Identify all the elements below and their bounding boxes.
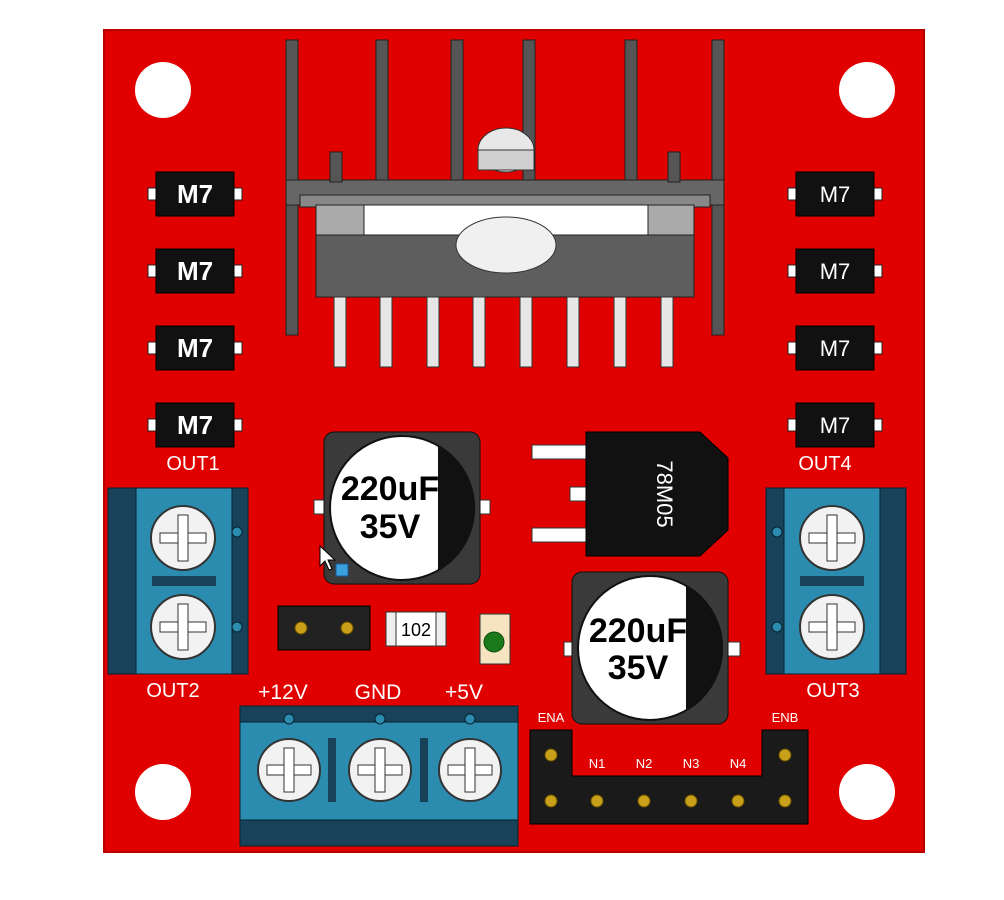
mount-hole-icon (839, 62, 895, 118)
resistor: 102 (385, 611, 447, 647)
diode-left-2: M7 (147, 248, 243, 294)
out4-label: OUT4 (798, 453, 851, 475)
diode-label: M7 (820, 182, 851, 207)
terminal-block-right (765, 487, 907, 675)
resistor-label: 102 (401, 620, 431, 640)
capacitor-voltage: 35V (360, 508, 421, 546)
screw-icon (150, 594, 216, 660)
diode-right-1: M7 (787, 171, 883, 217)
diode-label: M7 (177, 256, 213, 286)
terminal-block-left (107, 487, 249, 675)
screw-icon (438, 738, 502, 802)
out1-label: OUT1 (166, 453, 219, 475)
header-label-n4: N4 (730, 756, 747, 771)
diode-label: M7 (820, 259, 851, 284)
mount-hole-icon (135, 764, 191, 820)
power-terminal-block (239, 705, 519, 847)
diode-label: M7 (177, 333, 213, 363)
chip-pins (333, 296, 674, 368)
screw-icon (799, 594, 865, 660)
capacitor-voltage: 35V (608, 649, 669, 687)
screw-icon (348, 738, 412, 802)
voltage-regulator: 78M05 (531, 431, 729, 557)
mount-hole-icon (135, 62, 191, 118)
cursor-icon (319, 544, 349, 577)
diode-left-3: M7 (147, 325, 243, 371)
diode-right-4: M7 (787, 402, 883, 448)
header-label-enb: ENB (772, 710, 799, 725)
diode-left-4: M7 (147, 402, 243, 448)
jumper-header (277, 605, 371, 651)
screw-icon (799, 505, 865, 571)
header-label-n3: N3 (683, 756, 700, 771)
diode-left-1: M7 (147, 171, 243, 217)
out3-label: OUT3 (806, 680, 859, 702)
regulator-label: 78M05 (652, 460, 677, 527)
led-icon (479, 613, 511, 665)
diode-label: M7 (820, 336, 851, 361)
screw-icon (150, 505, 216, 571)
mount-hole-icon (839, 764, 895, 820)
diode-right-2: M7 (787, 248, 883, 294)
driver-chip (315, 127, 695, 298)
capacitor-value: 220uF (341, 470, 439, 508)
control-header (529, 729, 809, 825)
capacitor-value: 220uF (589, 612, 687, 650)
header-label-n2: N2 (636, 756, 653, 771)
heatsink-icon (285, 39, 725, 336)
power-label-5v: +5V (445, 681, 483, 704)
diode-label: M7 (820, 413, 851, 438)
out2-label: OUT2 (146, 680, 199, 702)
diode-label: M7 (177, 179, 213, 209)
power-label-12v: +12V (258, 681, 308, 704)
header-label-ena: ENA (538, 710, 565, 725)
capacitor-2: 220uF 35V (563, 571, 741, 725)
screw-icon (257, 738, 321, 802)
diode-right-3: M7 (787, 325, 883, 371)
power-label-gnd: GND (355, 681, 402, 704)
header-label-n1: N1 (589, 756, 606, 771)
diode-label: M7 (177, 410, 213, 440)
capacitor-1: 220uF 35V (313, 431, 491, 585)
